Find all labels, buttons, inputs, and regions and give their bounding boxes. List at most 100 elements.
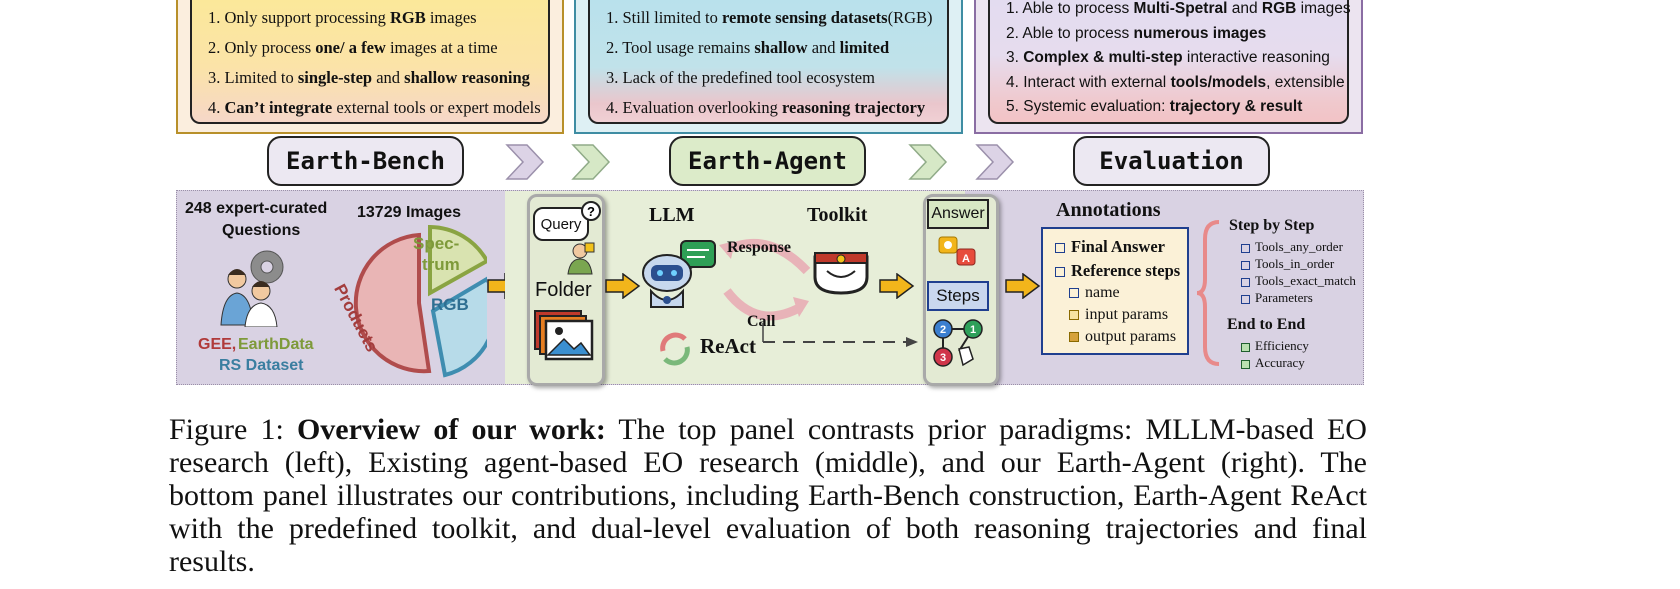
images-count: 13729 Images: [357, 204, 462, 221]
list-number: 2.: [606, 38, 623, 57]
reference-steps-label: Reference steps: [1071, 261, 1181, 280]
reference-steps-item: Reference steps: [1055, 261, 1180, 281]
list-text-bold: trajectory & result: [1169, 98, 1303, 115]
chevron-icon: [571, 144, 611, 180]
panel-list-item: 4. Interact with external tools/models, …: [1006, 74, 1345, 92]
list-text-bold: shallow reasoning: [404, 68, 530, 87]
curly-brace-icon: [1196, 220, 1220, 366]
ref-sub-input-params: input params: [1069, 306, 1168, 324]
panel-list-item: 4. Evaluation overlooking reasoning traj…: [606, 98, 925, 118]
final-answer-item: Final Answer: [1055, 237, 1165, 257]
metric-item: Parameters: [1241, 290, 1313, 306]
svg-text:?: ?: [587, 204, 595, 219]
annotations-box: Final Answer Reference steps name input …: [1041, 227, 1189, 355]
list-number: 2.: [208, 38, 225, 57]
question-mark-icon: ?: [581, 201, 601, 221]
step-number: 1: [970, 324, 976, 336]
contributions-panel: 248 expert-curated Questions 13729 Image…: [176, 190, 1364, 386]
list-number: 2.: [1006, 24, 1023, 42]
checkbox-icon: [1055, 267, 1065, 278]
list-text: images at a time: [385, 38, 498, 57]
checkbox-icon: [1241, 277, 1250, 287]
image-folder-icon: [534, 310, 594, 361]
steps-box: Steps: [927, 281, 989, 311]
metric-item: Tools_exact_match: [1241, 273, 1356, 289]
list-number: 3.: [208, 68, 225, 87]
pie-slice-rgb: [430, 276, 487, 378]
checkbox-icon: [1241, 359, 1250, 369]
pie-label-rgb: RGB: [431, 295, 469, 314]
list-text: , extensible: [1266, 73, 1345, 91]
checkbox-icon: [1241, 294, 1250, 304]
end-to-end-title: End to End: [1227, 316, 1306, 333]
panel-list-item: 3. Limited to single-step and shallow re…: [208, 68, 530, 88]
panel-list-item: 5. Systemic evaluation: trajectory & res…: [1006, 98, 1302, 116]
svg-text:A: A: [962, 253, 970, 265]
list-text-bold: limited: [839, 38, 890, 57]
steps-graph-icon: 2 1 3: [933, 319, 983, 367]
earth-agent-strengths-box: 1. Able to process Multi-Spetral and RGB…: [988, 0, 1351, 124]
chevron-icon: [975, 144, 1015, 180]
agent-limitations-box: 1. Still limited to remote sensing datas…: [588, 0, 949, 124]
source-rs-dataset: RS Dataset: [219, 357, 304, 374]
panel-list-item: 2. Tool usage remains shallow and limite…: [606, 38, 889, 58]
source-earthdata: EarthData: [238, 336, 314, 353]
dataset-pie-chart: [353, 224, 487, 378]
toolkit-icon: [813, 252, 869, 295]
arrow-right-icon: [1005, 273, 1041, 299]
react-label: ReAct: [700, 334, 756, 358]
step-by-step-title: Step by Step: [1229, 217, 1315, 234]
chevron-icon: [908, 144, 948, 180]
panel-list-item: 4. Can’t integrate external tools or exp…: [208, 98, 541, 118]
list-text-bold: remote sensing datasets: [721, 8, 888, 27]
list-text: Evaluation overlooking: [622, 98, 782, 117]
checkbox-icon: [1069, 288, 1079, 299]
list-number: 1.: [208, 8, 225, 27]
step-number: 3: [940, 352, 946, 364]
react-dashed-arrow: [762, 323, 918, 347]
list-text-bold: RGB: [1261, 0, 1297, 17]
list-text: Able to process: [1022, 24, 1134, 42]
evaluation-header: Evaluation: [1073, 136, 1270, 186]
metric-item: Tools_in_order: [1241, 256, 1334, 272]
list-text: and: [807, 38, 840, 57]
metric-label: Tools_in_order: [1255, 256, 1335, 271]
annotations-title: Annotations: [1056, 199, 1161, 221]
call-label: Call: [747, 313, 776, 330]
list-text: images: [425, 8, 477, 27]
user-icon: [567, 242, 595, 275]
list-number: 1.: [606, 8, 623, 27]
arrow-right-icon: [605, 273, 641, 299]
list-text: Only process: [224, 38, 316, 57]
list-text: (RGB): [887, 8, 933, 27]
list-number: 5.: [1006, 98, 1024, 115]
ref-sub-output-params: output params: [1069, 328, 1176, 346]
list-text-bold: one/ a few: [315, 38, 386, 57]
caption-bold: Overview of our work:: [296, 413, 606, 446]
metric-item: Efficiency: [1241, 338, 1309, 354]
chevron-icon: [505, 144, 545, 180]
list-text: images: [1296, 0, 1351, 17]
checkbox-icon: [1241, 243, 1250, 253]
earth-agent-header: Earth-Agent: [669, 136, 866, 186]
list-text-bold: numerous images: [1133, 24, 1267, 42]
panel-list-item: 1. Still limited to remote sensing datas…: [606, 8, 933, 28]
panel-list-item: 3. Lack of the predefined tool ecosystem: [606, 68, 875, 88]
caption-prefix: Figure 1:: [169, 413, 297, 446]
react-cycle-icon: [660, 332, 690, 366]
list-text-bold: Complex & multi-step: [1023, 49, 1183, 66]
arrow-right-icon: [879, 273, 915, 299]
list-number: 4.: [208, 98, 225, 117]
list-text-bold: Multi-Spetral: [1133, 0, 1228, 17]
questions-count: 248 expert-curated: [185, 200, 328, 217]
panel-list-item: 3. Complex & multi-step interactive reas…: [1006, 49, 1330, 67]
list-number: 3.: [606, 68, 623, 87]
checkbox-icon: [1069, 310, 1079, 321]
list-number: 4.: [1006, 73, 1024, 91]
panel-list-item: 1. Able to process Multi-Spetral and RGB…: [1006, 0, 1351, 18]
metric-label: Accuracy: [1255, 355, 1305, 370]
robot-icon: [642, 240, 716, 308]
list-text-bold: shallow: [754, 38, 808, 57]
